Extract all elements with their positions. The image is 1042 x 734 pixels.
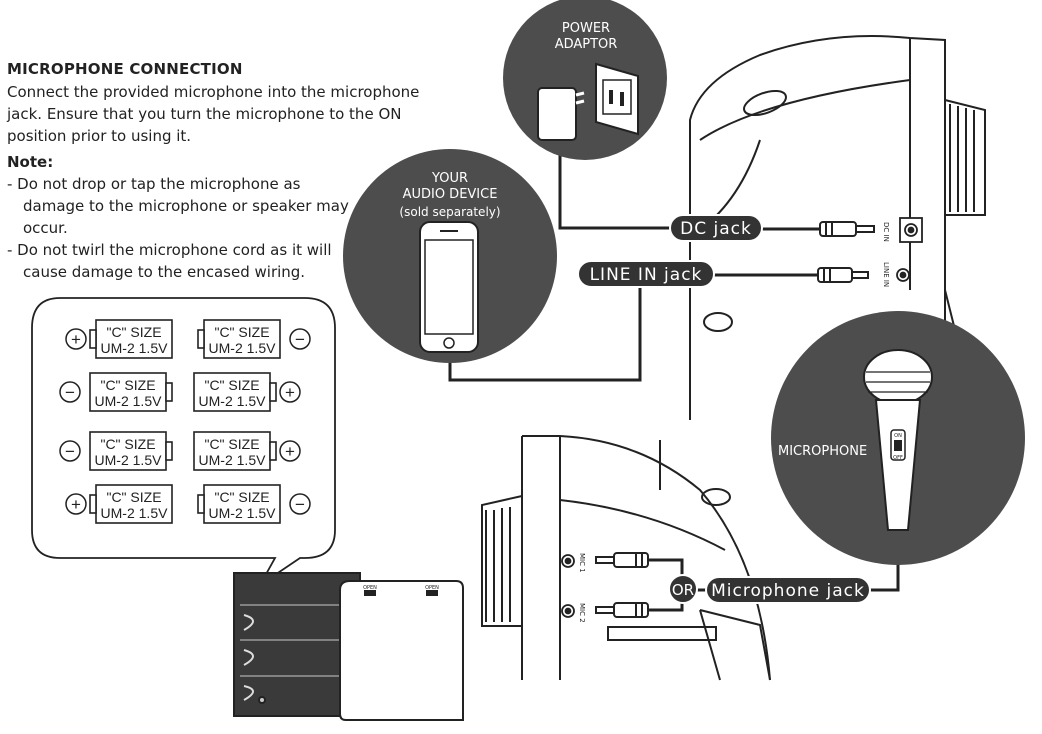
microphone-label: MICROPHONE [778,444,867,459]
plus-symbol: + [285,442,295,461]
instruction-line-3: position prior to using it. [7,127,192,145]
instruction-text: MICROPHONE CONNECTION Connect the provid… [7,60,447,283]
battery-label-2: UM-2 1.5V [95,452,163,468]
power-adaptor-callout [503,0,667,160]
power-adaptor-label-2: ADAPTOR [555,37,618,52]
instruction-line-1: Connect the provided microphone into the… [7,83,420,101]
plus-symbol: + [71,495,81,514]
plus-terminal-icon [65,328,87,350]
minus-symbol: − [295,330,305,349]
note-2-line-2: cause damage to the encased wiring. [23,263,306,281]
mic1-panel-label: MIC 1 [578,553,586,573]
dc-in-panel-label: DC IN [882,222,890,242]
line-in-jack-label: LINE IN jack [590,265,703,285]
audio-device-callout [343,149,557,363]
battery-label-1: "C" SIZE [204,436,259,452]
microphone-head [863,349,933,405]
minus-terminal-icon [289,493,311,515]
or-label: OR [672,581,694,599]
battery-label-1: "C" SIZE [100,377,155,393]
dc-jack-badge: DC jack [669,214,763,242]
battery-label-1: "C" SIZE [204,377,259,393]
battery-label-2: UM-2 1.5V [101,340,169,356]
line-in-panel-label: LINE IN [882,262,890,287]
battery-label-1: "C" SIZE [106,324,161,340]
battery-label-2: UM-2 1.5V [199,452,267,468]
note-2-line-1: - Do not twirl the microphone cord as it… [7,241,332,259]
audio-device-label-3: (sold separately) [399,205,500,219]
dc-plug [819,221,875,237]
power-adaptor-label-1: POWER [562,21,610,36]
dc-jack-label: DC jack [680,219,752,239]
microphone-callout [771,311,1025,565]
plus-terminal-icon [279,440,301,462]
plus-terminal-icon [65,493,87,515]
line-in-jack-badge: LINE IN jack [577,260,715,288]
plus-symbol: + [285,383,295,402]
section-heading: MICROPHONE CONNECTION [7,60,243,78]
rear-panel-bottom [561,554,575,618]
rear-panel-top [896,217,923,282]
line-in-plug [817,267,869,283]
battery-label-2: UM-2 1.5V [209,505,277,521]
note-1-line-1: - Do not drop or tap the microphone as [7,175,301,193]
battery-label-2: UM-2 1.5V [95,393,163,409]
switch-off-label: OFF [893,455,903,461]
minus-terminal-icon [59,381,81,403]
minus-terminal-icon [289,328,311,350]
audio-device-label-1: YOUR [431,171,468,186]
note-label: Note: [7,153,54,171]
minus-symbol: − [295,495,305,514]
battery-label-1: "C" SIZE [214,489,269,505]
cover-open-label-1: OPEN [363,585,377,591]
instruction-line-2: jack. Ensure that you turn the microphon… [7,105,402,123]
cover-open-label-2: OPEN [425,585,439,591]
microphone-handle [874,399,922,531]
battery-label-2: UM-2 1.5V [101,505,169,521]
or-badge: OR [668,574,698,604]
battery-label-1: "C" SIZE [106,489,161,505]
battery-label-2: UM-2 1.5V [199,393,267,409]
mic-plugs [595,552,649,618]
battery-label-1: "C" SIZE [100,436,155,452]
microphone-jack-label: Microphone jack [711,581,865,601]
note-1-line-2: damage to the microphone or speaker may [23,197,349,215]
plus-terminal-icon [279,381,301,403]
battery-cover [339,580,464,721]
battery-label-1: "C" SIZE [214,324,269,340]
audio-device-label-2: AUDIO DEVICE [403,187,498,202]
mic2-panel-label: MIC 2 [578,603,586,623]
adaptor-body [537,87,577,141]
battery-label-2: UM-2 1.5V [209,340,277,356]
minus-symbol: − [65,383,75,402]
minus-symbol: − [65,442,75,461]
note-1-line-3: occur. [23,219,68,237]
speaker-body-bottom [481,435,771,681]
switch-on-label: ON [894,433,902,439]
plus-symbol: + [71,330,81,349]
speaker-body-top [689,35,986,420]
microphone-jack-badge: Microphone jack [705,576,871,604]
minus-terminal-icon [59,440,81,462]
